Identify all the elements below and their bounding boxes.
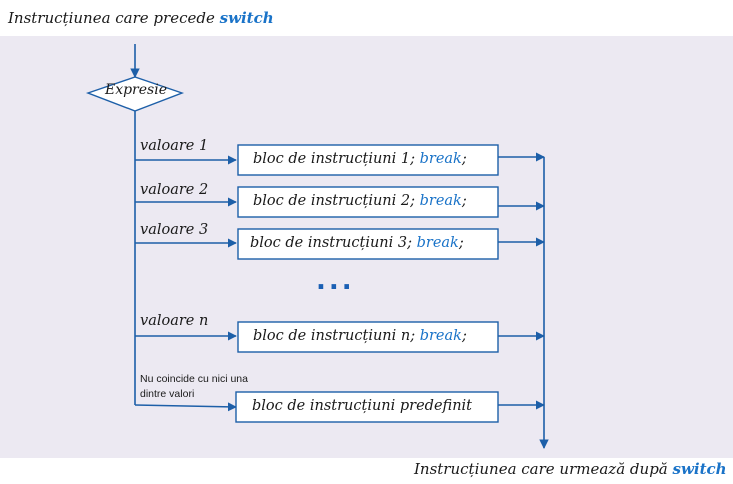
following-statement-label: Instrucțiunea care urmează după switch: [414, 460, 727, 478]
case-n-box: [237, 321, 499, 353]
default-block-text: bloc de instrucțiuni predefinit: [252, 398, 473, 414]
case-2-label: valoare 2: [140, 182, 209, 198]
default-arrow: [134, 402, 237, 412]
case-2-block-text: bloc de instrucțiuni 2; break;: [253, 193, 467, 209]
default-box: [235, 391, 499, 423]
case-n-label: valoare n: [140, 313, 209, 329]
default-case-label: Nu coincide cu nici una dintre valori: [140, 373, 248, 400]
decision-diamond: [85, 76, 185, 112]
preceding-statement-label: Instrucțiunea care precede switch: [8, 9, 274, 27]
case-1-label: valoare 1: [140, 138, 209, 154]
case-n-block-text: bloc de instrucțiuni n; break;: [253, 328, 467, 344]
case-3-label: valoare 3: [140, 222, 209, 238]
case-1-block-text: bloc de instrucțiuni 1; break;: [253, 151, 467, 167]
header-strip: [0, 0, 733, 36]
case-3-box: [237, 228, 499, 260]
decision-label: Expresie: [104, 82, 167, 98]
case-3-block-text: bloc de instrucțiuni 3; break;: [250, 235, 464, 251]
ellipsis: ...: [316, 266, 355, 296]
footer-strip: [0, 458, 733, 484]
case-1-box: [237, 144, 499, 176]
case-2-box: [237, 186, 499, 218]
